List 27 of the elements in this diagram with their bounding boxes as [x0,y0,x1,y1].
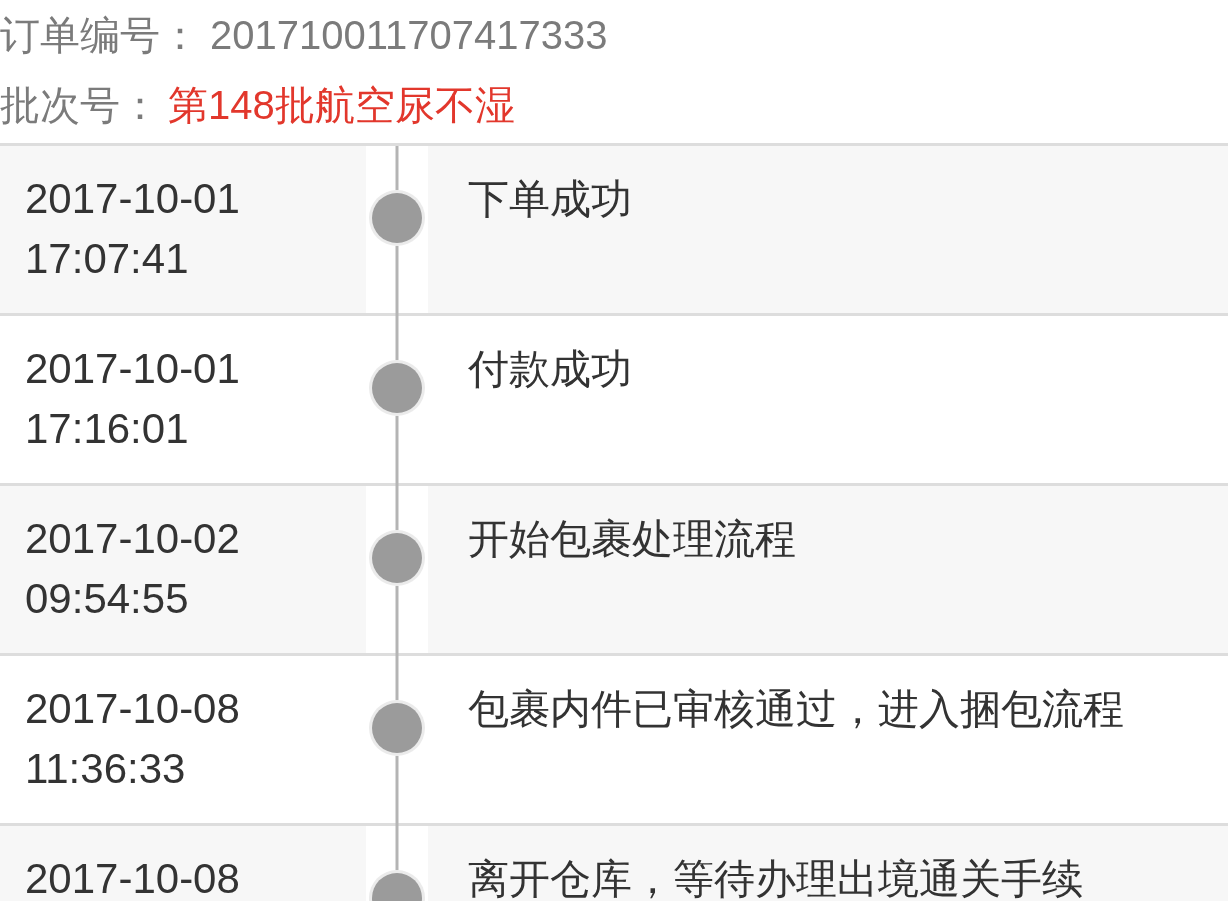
timeline-line [395,756,399,870]
timeline-dot [369,360,425,416]
event-text: 离开仓库，等待办理出境通关手续 [468,854,1084,901]
order-number: 201710011707417333 [210,12,608,59]
timeline-line [395,146,399,190]
event-text: 开始包裹处理流程 [468,514,797,565]
timestamp: 2017-10-01 17:16:01 [25,344,241,454]
field-label: 订单编号： [0,12,200,59]
timestamp: 2017-10-08 [25,854,241,901]
timestamp: 2017-10-01 17:07:41 [25,174,241,284]
timestamp: 2017-10-02 09:54:55 [25,514,241,624]
event-text: 付款成功 [468,344,633,395]
field-label: 批次号： [0,82,160,129]
timeline-dot [369,700,425,756]
timeline-dot [369,530,425,586]
timeline-row [0,823,1228,901]
timeline-row [0,483,1228,653]
event-text: 下单成功 [468,174,633,225]
timeline-dot [369,870,425,901]
timeline-line [395,586,399,700]
timestamp: 2017-10-08 11:36:33 [25,684,241,794]
timeline-row [0,143,1228,313]
event-text: 包裹内件已审核通过，进入捆包流程 [468,684,1125,735]
timeline-dot [369,190,425,246]
timeline-line [395,416,399,530]
timeline-line [395,246,399,360]
batch-name: 第148批航空尿不湿 [168,82,515,129]
